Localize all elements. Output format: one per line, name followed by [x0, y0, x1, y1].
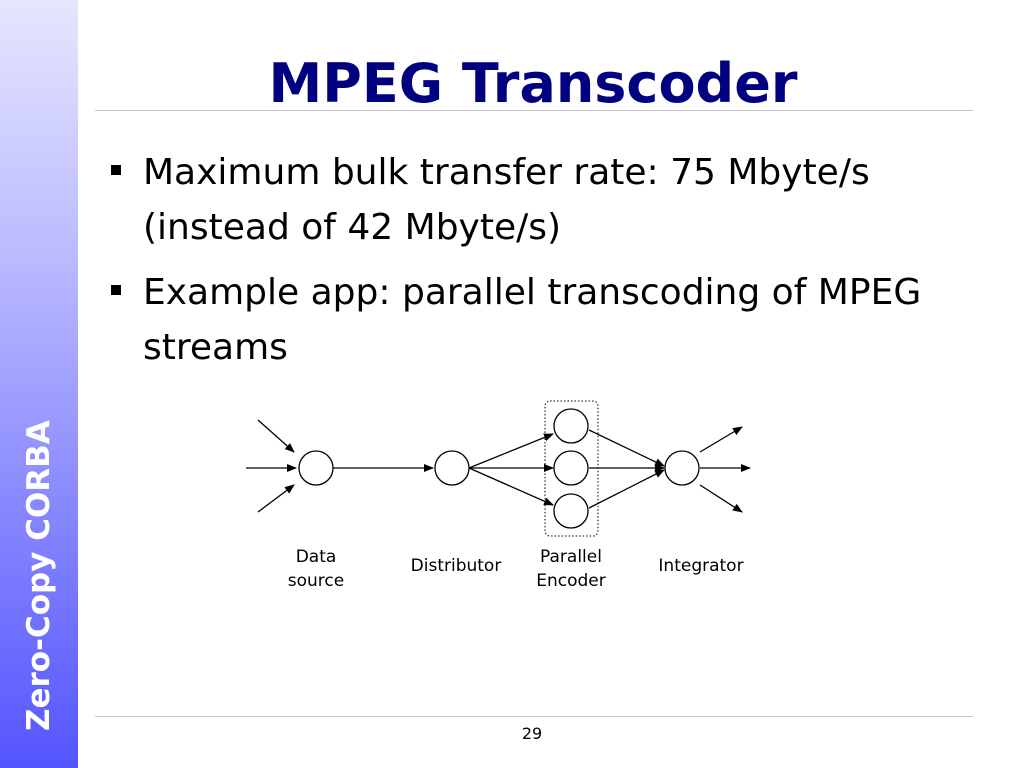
distributor-node — [434, 450, 470, 486]
data-source-label: Data — [296, 547, 337, 567]
parallel-encoder-group — [544, 400, 599, 537]
data-source-node — [298, 450, 334, 486]
integrator-node — [664, 450, 700, 486]
input-arrow — [257, 419, 295, 453]
encoder-node — [553, 493, 589, 529]
encoder-to-integrator-arrow — [588, 429, 665, 467]
parallel-encoder-label: Encoder — [536, 571, 606, 591]
title-divider — [95, 110, 973, 111]
slide-title: MPEG Transcoder — [268, 52, 798, 115]
sidebar-band: Zero-Copy CORBA — [0, 0, 78, 768]
bullet-text: Maximum bulk transfer rate: 75 Mbyte/s (… — [143, 152, 870, 248]
bullet-item: Example app: parallel transcoding of MPE… — [110, 265, 950, 375]
distributor-label: Distributor — [411, 556, 502, 576]
footer-divider — [95, 716, 973, 717]
integrator-label: Integrator — [658, 556, 743, 576]
bullet-list: Maximum bulk transfer rate: 75 Mbyte/s (… — [110, 145, 950, 385]
page-number: 29 — [521, 724, 543, 743]
encoder-node — [553, 408, 589, 444]
square-bullet-icon — [111, 165, 121, 175]
distributor-to-encoder-arrow — [468, 433, 554, 469]
bullet-text: Example app: parallel transcoding of MPE… — [143, 272, 922, 368]
encoder-to-integrator-arrow — [588, 469, 665, 509]
encoder-node — [553, 450, 589, 486]
square-bullet-icon — [111, 285, 121, 295]
output-arrow — [699, 484, 743, 513]
parallel-encoder-label: Parallel — [540, 547, 602, 567]
distributor-to-encoder-arrow — [468, 467, 554, 506]
data-source-label: source — [288, 571, 344, 591]
bullet-item: Maximum bulk transfer rate: 75 Mbyte/s (… — [110, 145, 950, 255]
input-arrow — [257, 484, 295, 513]
output-arrow — [699, 426, 743, 453]
